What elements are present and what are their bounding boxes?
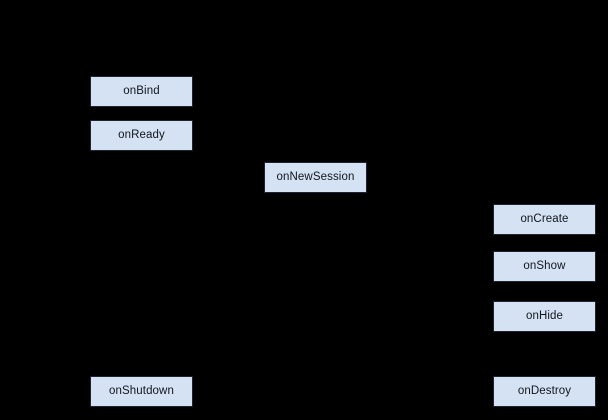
node-label-on-new-session: onNewSession xyxy=(276,171,355,184)
node-label-on-shutdown: onShutdown xyxy=(109,385,174,398)
node-label-on-create: onCreate xyxy=(520,213,569,226)
node-on-hide[interactable]: onHide xyxy=(493,301,596,332)
node-on-destroy[interactable]: onDestroy xyxy=(493,376,596,407)
node-label-on-hide: onHide xyxy=(525,310,564,323)
node-on-ready[interactable]: onReady xyxy=(90,120,193,151)
node-on-show[interactable]: onShow xyxy=(493,251,596,282)
node-on-new-session[interactable]: onNewSession xyxy=(264,162,367,193)
node-label-on-destroy: onDestroy xyxy=(517,385,572,398)
lifeline-left xyxy=(141,107,142,376)
node-on-create[interactable]: onCreate xyxy=(493,204,596,235)
node-on-shutdown[interactable]: onShutdown xyxy=(90,376,193,407)
node-label-on-bind: onBind xyxy=(123,85,160,98)
node-on-bind[interactable]: onBind xyxy=(90,76,193,107)
node-label-on-ready: onReady xyxy=(118,129,165,142)
lifeline-center xyxy=(315,193,316,420)
node-label-on-show: onShow xyxy=(523,260,566,273)
